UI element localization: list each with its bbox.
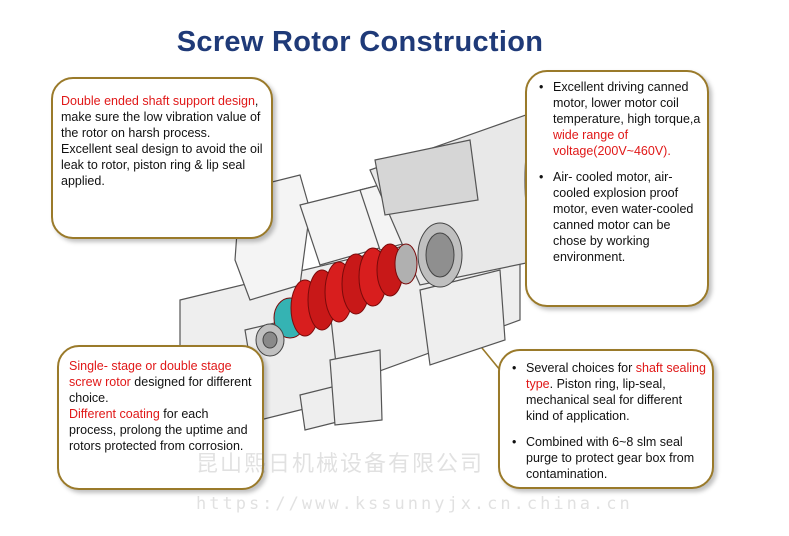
sealing-bullet-2: • Combined with 6~8 slm seal purge to pr…: [510, 434, 706, 482]
rear-housing: [419, 269, 506, 366]
sealing-bullet-1: • Several choices for shaft sealing type…: [510, 360, 706, 424]
watermark-company: 昆山熙日机械设备有限公司: [196, 452, 485, 477]
watermark-url: https://www.kssunnyjx.cn.china.cn: [196, 494, 633, 514]
callout-shaft-sealing: • Several choices for shaft sealing type…: [498, 349, 714, 489]
shaft-support-text-1: , make sure the low vibration value of t…: [61, 94, 261, 140]
drive-gear: [417, 222, 463, 288]
shaft: [255, 323, 285, 357]
sealing-bullet-1-post: . Piston ring, lip-seal, mechanical seal…: [526, 377, 683, 423]
callout-shaft-support: Double ended shaft support design, make …: [51, 77, 273, 239]
motor-bullet-2: • Air- cooled motor, air-cooled explosio…: [537, 169, 701, 265]
rotor-highlight-1: Single- stage or double stage screw roto…: [69, 359, 232, 389]
motor-bullet-1-highlight: wide range of voltage(200V~460V).: [553, 128, 671, 158]
callout-screw-rotor: Single- stage or double stage screw roto…: [57, 345, 264, 490]
red-screw-rotor: [273, 243, 418, 339]
bullet-dot: •: [512, 435, 517, 449]
sealing-bullet-1-highlight: shaft sealing type: [526, 361, 706, 391]
sealing-bullet-2-text: Combined with 6~8 slm seal purge to prot…: [526, 435, 695, 481]
rotor-highlight-2: Different coating: [69, 407, 160, 421]
motor-bullet-2-text: Air- cooled motor, air-cooled explosion …: [553, 170, 694, 264]
motor-bullet-1-text: Excellent driving canned motor, lower mo…: [553, 80, 701, 126]
rotor-text-1: designed for different choice.: [69, 375, 252, 405]
bullet-dot: •: [539, 170, 544, 184]
bullet-dot: •: [512, 361, 517, 375]
rotor-text-2: for each process, prolong the uptime and…: [69, 407, 248, 453]
motor-bullet-1: • Excellent driving canned motor, lower …: [537, 79, 701, 159]
bullet-dot: •: [539, 80, 544, 94]
shaft-support-text-2: Excellent seal design to avoid the oil l…: [61, 142, 263, 188]
shaft-support-highlight: Double ended shaft support design: [61, 94, 255, 108]
callout-motor: • Excellent driving canned motor, lower …: [525, 70, 709, 307]
sealing-bullet-1-pre: Several choices for: [526, 361, 636, 375]
page-title: Screw Rotor Construction: [176, 26, 544, 58]
lower-foot-right: [329, 349, 383, 426]
